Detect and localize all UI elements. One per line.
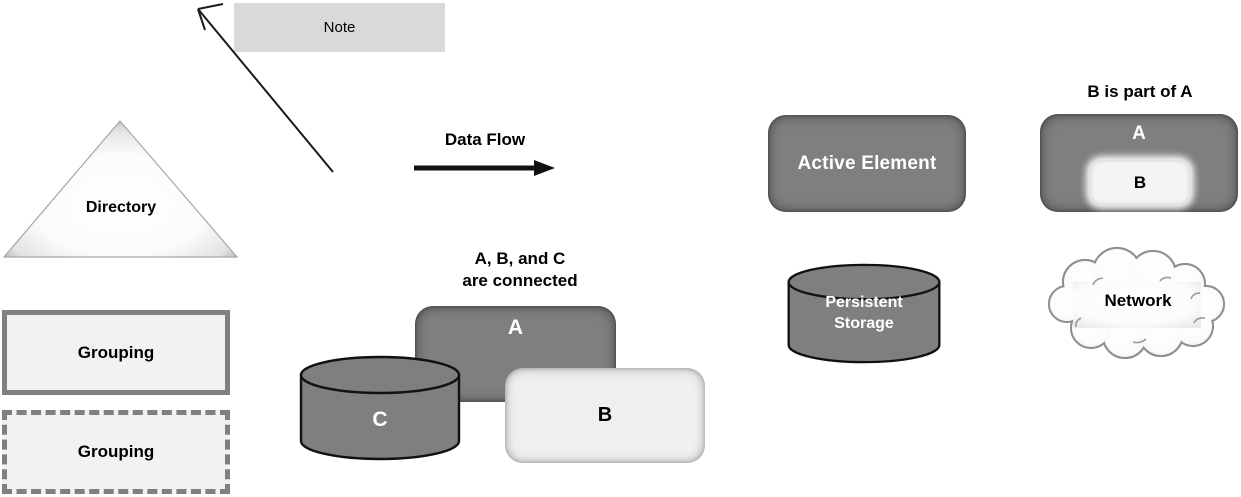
grouping-solid-shape: Grouping [2, 310, 230, 395]
connected-title-line1: A, B, and C [474, 249, 566, 268]
part-of-box-b: B [1090, 160, 1190, 205]
network-label: Network [1104, 291, 1172, 310]
grouping-dashed-label: Grouping [77, 442, 155, 461]
network-cloud-shape [1047, 246, 1226, 360]
persistent-storage-line2: Storage [834, 315, 894, 332]
part-of-title: B is part of A [1087, 82, 1193, 101]
directory-label: Directory [85, 199, 157, 216]
note-shape: Note [234, 3, 445, 52]
connected-title-line2: are connected [462, 271, 578, 290]
connected-title: A, B, and C are connected [400, 248, 640, 292]
directory-triangle-shape [2, 120, 239, 258]
connected-box-b: B [505, 368, 705, 463]
active-element-label: Active Element [797, 152, 937, 174]
grouping-dashed-shape: Grouping [2, 410, 230, 494]
part-of-box-b-label: B [1133, 172, 1147, 192]
connected-cylinder-c-label: C [372, 408, 388, 431]
persistent-storage-shape [787, 263, 941, 364]
grouping-solid-label: Grouping [77, 342, 155, 362]
part-of-box-a-label: A [1132, 123, 1146, 144]
data-flow-label: Data Flow [444, 130, 526, 149]
connected-cylinder-c-shape [299, 355, 461, 461]
persistent-storage-label: Persistent Storage [784, 292, 944, 334]
persistent-storage-line1: Persistent [825, 294, 903, 311]
active-element-shape: Active Element [768, 115, 966, 212]
note-arrow [197, 3, 334, 173]
connected-box-a-label: A [507, 316, 524, 339]
connected-box-b-label: B [597, 404, 613, 426]
data-flow-arrow [414, 160, 555, 176]
